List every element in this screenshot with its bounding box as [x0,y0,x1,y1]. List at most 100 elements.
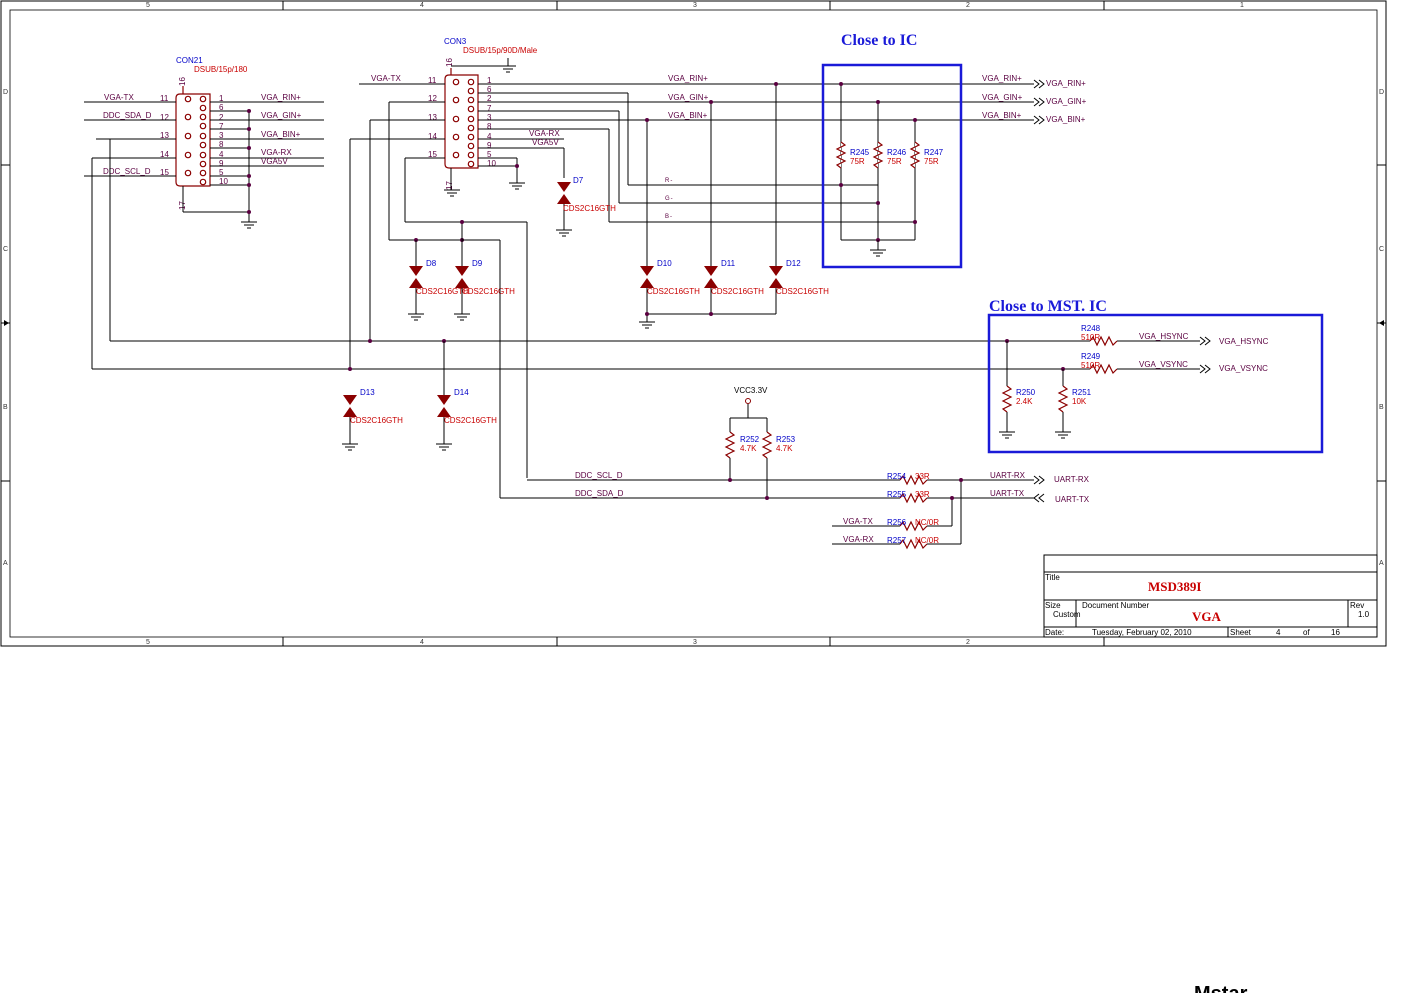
zone-top-1: 1 [1240,2,1244,9]
connector-con21: CON21 DSUB/15p/180 16 17 11 12 13 14 15 … [84,56,324,229]
port-vga-vsync: VGA_VSYNC [1199,364,1268,374]
port-vga-gin: VGA_GIN+ [1033,97,1087,107]
r256-ref: R256 [887,518,907,527]
r257-ref: R257 [887,536,907,545]
mstar-logo: Mstar [1194,983,1248,993]
diode-d10: D10 CDS2C16GTH [640,259,700,296]
r254-ref: R254 [887,472,907,481]
con3-pin-1: 1 [487,76,492,85]
con21-net-rin: VGA_RIN+ [261,93,301,102]
logo-text: Mstar [1194,983,1248,993]
con21-net-ddc-sda: DDC_SDA_D [103,111,152,120]
date-label: Date: [1045,628,1064,637]
con21-net-gin: VGA_GIN+ [261,111,302,120]
con21-pin-14: 14 [160,150,169,159]
net-label-r: R- [665,178,673,184]
d11-value: CDS2C16GTH [711,287,764,296]
con3-pin-15: 15 [428,150,437,159]
r246-ref: R246 [887,148,907,157]
r257-value: NC/0R [915,536,939,545]
con21-pin-9: 9 [219,159,224,168]
rev-value: 1.0 [1358,610,1370,619]
resistor-r253: R253 4.7K [761,431,796,459]
net-label-uart-tx: UART-TX [990,489,1025,498]
d12-value: CDS2C16GTH [776,287,829,296]
port-uart-tx-label: UART-TX [1055,495,1090,504]
con21-pin-8: 8 [219,140,224,149]
zone-top-4: 4 [420,2,424,9]
con3-pin-circles [452,78,475,168]
con21-pin-3: 3 [219,131,224,140]
note-close-to-mst: Close to MST. IC [989,298,1107,315]
con3-pin-17: 17 [445,181,454,190]
ground-symbol [436,443,452,451]
d11-ref: D11 [721,259,736,268]
net-label-bin: VGA_BIN+ [668,111,708,120]
ground-symbol [639,321,655,329]
con21-pin-7: 7 [219,122,224,131]
date-value: Tuesday, February 02, 2010 [1092,628,1192,637]
con21-pin-4: 4 [219,150,224,159]
size-value: Custom [1053,610,1081,619]
r245-ref: R245 [850,148,870,157]
docnum-value: VGA [1192,609,1222,624]
vcc-label: VCC3.3V [734,386,768,395]
r248-value: 510R [1081,333,1100,342]
zone-left-a: A [3,560,8,567]
resistor-r255: R255 33R [887,490,930,504]
resistor-r257: R257 NC/0R [887,536,939,550]
note-box-close-to-mst: Close to MST. IC [987,298,1324,454]
note-box-close-to-ic: Close to IC [821,32,963,269]
con21-net-ddc-scl: DDC_SCL_D [103,167,151,176]
ground-symbol [454,313,470,321]
resistor-r245: R245 75R [835,141,870,169]
con3-pin-8: 8 [487,122,492,131]
con3-net-vga-tx: VGA-TX [371,74,401,83]
con3-ref: CON3 [444,37,467,46]
net-label-hsync: VGA_HSYNC [1139,332,1189,341]
zone-bottom-2: 2 [966,639,970,646]
r255-value: 33R [915,490,930,499]
r247-ref: R247 [924,148,944,157]
con21-pin-5: 5 [219,168,224,177]
d7-value: CDS2C16GTH [563,204,616,213]
title-value: MSD389I [1148,579,1201,594]
con3-pin-16: 16 [445,58,454,67]
zone-right-a: A [1379,560,1384,567]
rev-label: Rev [1350,601,1364,610]
r248-ref: R248 [1081,324,1101,333]
zone-bottom-4: 4 [420,639,424,646]
resistor-r248: R248 510R [1081,324,1118,347]
docnum-label: Document Number [1082,601,1149,610]
r252-ref: R252 [740,435,760,444]
r255-ref: R255 [887,490,907,499]
resistor-r246: R246 75R [872,141,907,169]
net-label-vga-tx: VGA-TX [843,517,873,526]
port-vga-hsync: VGA_HSYNC [1199,336,1269,346]
d10-ref: D10 [657,259,672,268]
con21-pin-circles [184,95,207,186]
net-label-rin-right: VGA_RIN+ [982,74,1022,83]
port-vga-hsync-label: VGA_HSYNC [1219,337,1269,346]
con21-pin-1: 1 [219,94,224,103]
resistor-r256: R256 NC/0R [887,518,939,532]
port-vga-vsync-label: VGA_VSYNC [1219,364,1268,373]
r249-ref: R249 [1081,352,1101,361]
con21-pin-6: 6 [219,103,224,112]
con21-value: DSUB/15p/180 [194,65,248,74]
zone-bottom-5: 5 [146,639,150,646]
r245-value: 75R [850,157,865,166]
con3-value: DSUB/15p/90D/Male [463,46,538,55]
con21-net-vga-tx: VGA-TX [104,93,134,102]
zone-top-3: 3 [693,2,697,9]
title-label: Title [1045,573,1060,582]
zone-left-b: B [3,404,8,411]
r254-value: 33R [915,472,930,481]
r253-ref: R253 [776,435,796,444]
ground-symbol [509,182,525,190]
diode-d9: D9 CDS2C16GTH [454,259,515,321]
resistor-r247: R247 75R [909,141,944,169]
ground-symbol [999,431,1015,439]
con21-pin-15: 15 [160,168,169,177]
sheet-frame [0,0,1387,647]
